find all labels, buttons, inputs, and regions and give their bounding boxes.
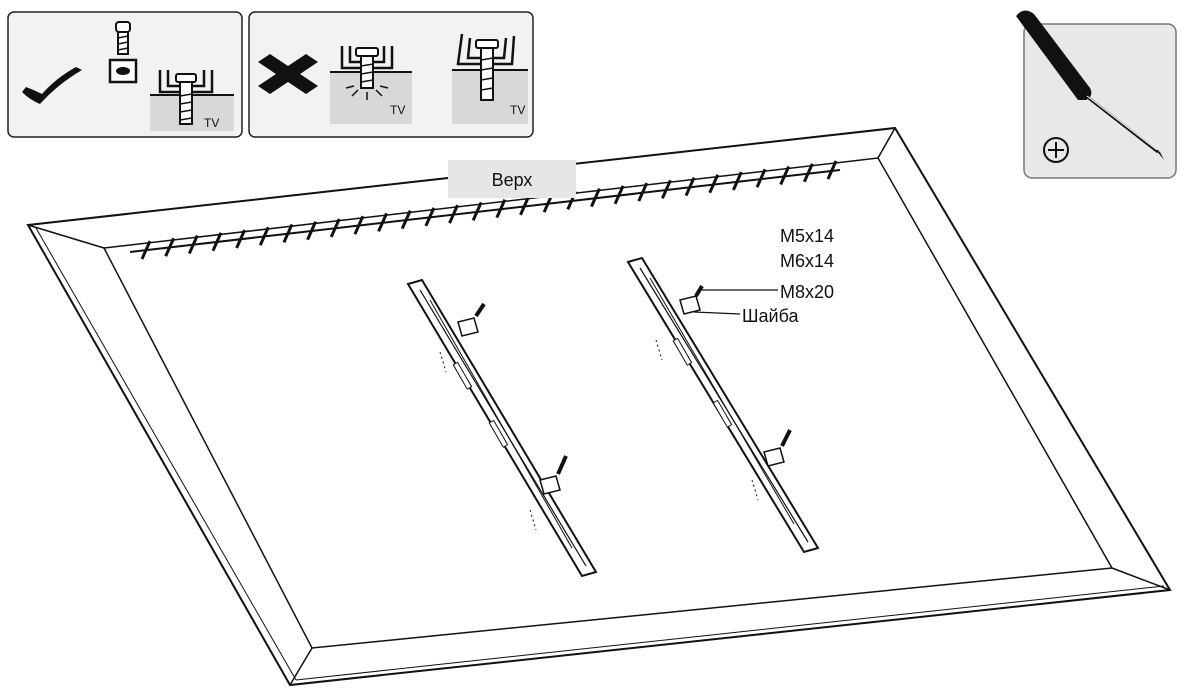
screw-size-label: M5x14 (780, 226, 834, 246)
tv-back-panel (26, 126, 1172, 687)
vent-slot (140, 240, 152, 260)
overtightened-mount-icon (330, 46, 412, 124)
cross-icon (258, 54, 318, 94)
screw-labels: M5x14 M6x14 M8x20 Шайба (693, 226, 834, 326)
vent-slot (353, 215, 365, 235)
vent-slot (590, 187, 601, 208)
vent-slot (164, 237, 176, 257)
washer-label: Шайба (742, 306, 799, 326)
vent-slot (802, 163, 814, 183)
tv-label: TV (390, 103, 405, 117)
vent-slot (732, 171, 743, 191)
screwdriver-icon (1016, 10, 1164, 160)
phillips-plus-icon (1043, 137, 1069, 163)
vent-slot (282, 223, 294, 244)
vent-slot (637, 182, 649, 202)
vent-slot (495, 199, 507, 219)
right-mounting-bracket (626, 256, 820, 554)
vent-slot (684, 176, 696, 197)
vent-slot (306, 221, 317, 241)
vent-slot (258, 226, 270, 246)
vent-slots (140, 160, 838, 260)
vent-slot (519, 196, 530, 216)
vent-slot (613, 185, 625, 205)
vent-slot (448, 204, 459, 224)
vent-slot (211, 232, 223, 252)
tv-label: TV (510, 103, 525, 117)
correct-install-panel: TV (7, 11, 243, 138)
vent-slot (779, 165, 791, 186)
vent-slot (471, 201, 483, 221)
top-label: Верх (448, 160, 576, 198)
vent-slot (424, 207, 436, 227)
screw-washer-icon (108, 21, 138, 84)
vent-row (129, 169, 841, 253)
vent-slot (708, 174, 720, 194)
vent-slot (187, 234, 199, 255)
vent-slot (661, 179, 672, 199)
wrong-install-panel: TV TV (248, 11, 534, 138)
leader-line (693, 311, 741, 315)
tool-panel (1016, 10, 1177, 179)
too-short-mount-icon (452, 33, 528, 124)
correct-mount-icon (150, 70, 234, 131)
vent-slot (826, 160, 838, 180)
vent-slot (329, 218, 341, 238)
checkmark-icon (22, 67, 82, 104)
left-mounting-bracket (406, 278, 598, 578)
screw-size-label: M8x20 (780, 282, 834, 302)
tv-label: TV (204, 116, 219, 130)
vent-slot (235, 229, 246, 249)
vent-slot (377, 212, 388, 233)
vent-slot (400, 210, 412, 230)
vent-slot (755, 168, 767, 188)
screw-size-label: M6x14 (780, 251, 834, 271)
top-label-text: Верх (492, 170, 533, 190)
